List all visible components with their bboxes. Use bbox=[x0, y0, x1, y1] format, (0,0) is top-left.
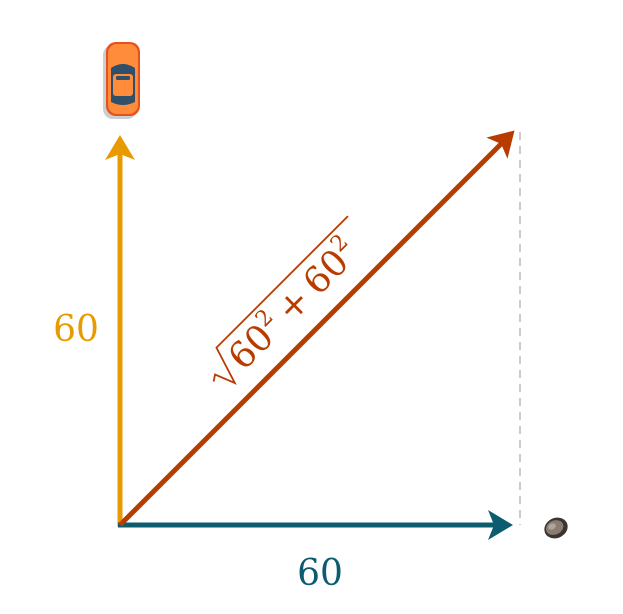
svg-text:602+602: 602+602 bbox=[219, 230, 367, 378]
diagonal-label: 602+602 bbox=[212, 215, 367, 385]
sqrt-sign bbox=[212, 215, 349, 385]
horizontal-label: 60 bbox=[297, 553, 343, 594]
diagonal-arrow bbox=[118, 130, 515, 527]
car-icon bbox=[103, 42, 140, 119]
vertical-label: 60 bbox=[53, 309, 99, 350]
rock-icon bbox=[544, 517, 568, 539]
